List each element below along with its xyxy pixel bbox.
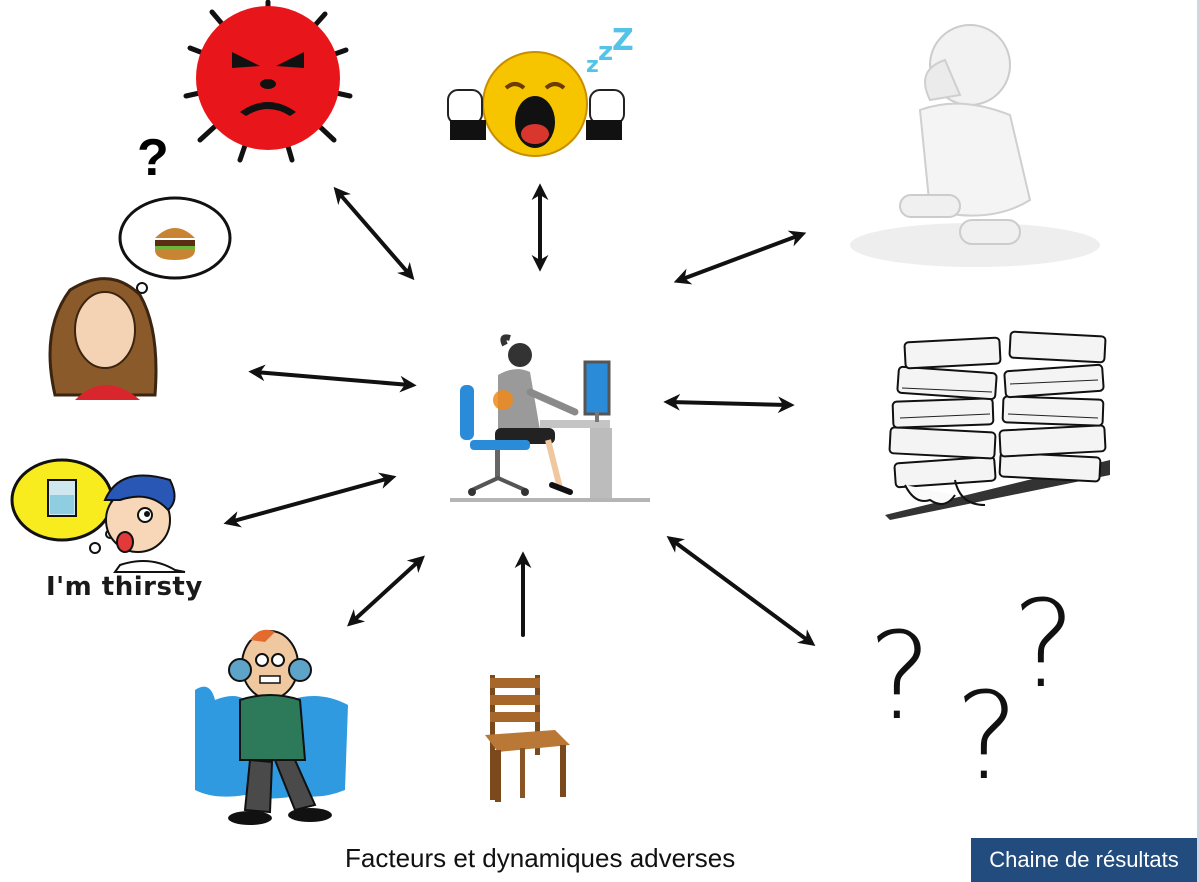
results-chain-button[interactable]: Chaine de résultats [971,838,1197,882]
slide-caption: Facteurs et dynamiques adverses [345,843,736,873]
question-mark: ? [1012,576,1076,715]
chair-icon [485,675,570,802]
svg-text:z: z [598,37,613,67]
office-worker-icon [450,334,650,502]
tired-emoji-icon: z z Z [447,23,634,157]
question-mark: ? [868,608,932,747]
thirsty-boy-icon [10,458,210,608]
virus-icon [183,0,353,163]
cold-man-icon [195,629,348,825]
double-arrow-icon [223,183,816,646]
slide-border [1197,0,1200,882]
svg-text:Z: Z [612,23,634,58]
hungry-woman-icon [48,196,232,400]
paperwork-icon [885,330,1110,520]
thirsty-label: I'm thirsty [46,572,203,602]
svg-text:z: z [586,53,599,78]
stressed-figure-icon [850,24,1100,267]
question-mark: ? [955,668,1019,807]
question-mark: ? [137,129,169,187]
